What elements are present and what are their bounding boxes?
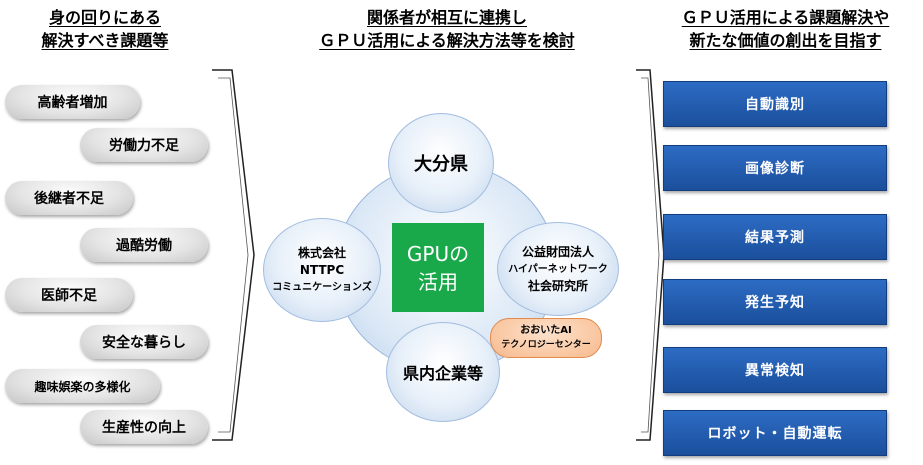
- issue-item: 後継者不足: [5, 181, 133, 215]
- solution-item: 発生予知: [663, 279, 887, 325]
- node-oita-prefecture: 大分県: [388, 113, 494, 213]
- issue-item: 過酷労働: [80, 228, 208, 262]
- gpu-utilization-box: GPUの 活用: [392, 223, 484, 312]
- oita-ai-technology-center: おおいたAI テクノロジーセンター: [490, 318, 602, 358]
- left-heading: 身の回りにある 解決すべき課題等: [41, 8, 169, 50]
- issue-item: 医師不足: [5, 278, 133, 312]
- solution-item: 自動識別: [663, 81, 887, 127]
- issue-item: 安全な暮らし: [80, 325, 208, 359]
- node-hypernetwork: 公益財団法人 ハイパーネットワーク 社会研究所: [497, 222, 619, 316]
- solution-item: 結果予測: [663, 214, 887, 260]
- issue-item: 労働力不足: [80, 128, 208, 162]
- node-local-companies: 県内企業等: [386, 322, 500, 422]
- solution-item: 異常検知: [663, 347, 887, 393]
- node-nttpc: 株式会社 NTTPC コミュニケーションズ: [263, 218, 381, 322]
- issue-item: 生産性の向上: [80, 410, 208, 444]
- solution-item: 画像診断: [663, 145, 887, 191]
- solution-item: ロボット・自動運転: [663, 410, 887, 456]
- issue-item: 趣味娯楽の多様化: [5, 369, 160, 403]
- issue-item: 高齢者増加: [5, 85, 140, 119]
- right-heading: ＧＰＵ活用による課題解決や 新たな価値の創出を目指す: [681, 8, 890, 50]
- middle-heading: 関係者が相互に連携し ＧＰＵ活用による解決方法等を検討: [319, 8, 575, 50]
